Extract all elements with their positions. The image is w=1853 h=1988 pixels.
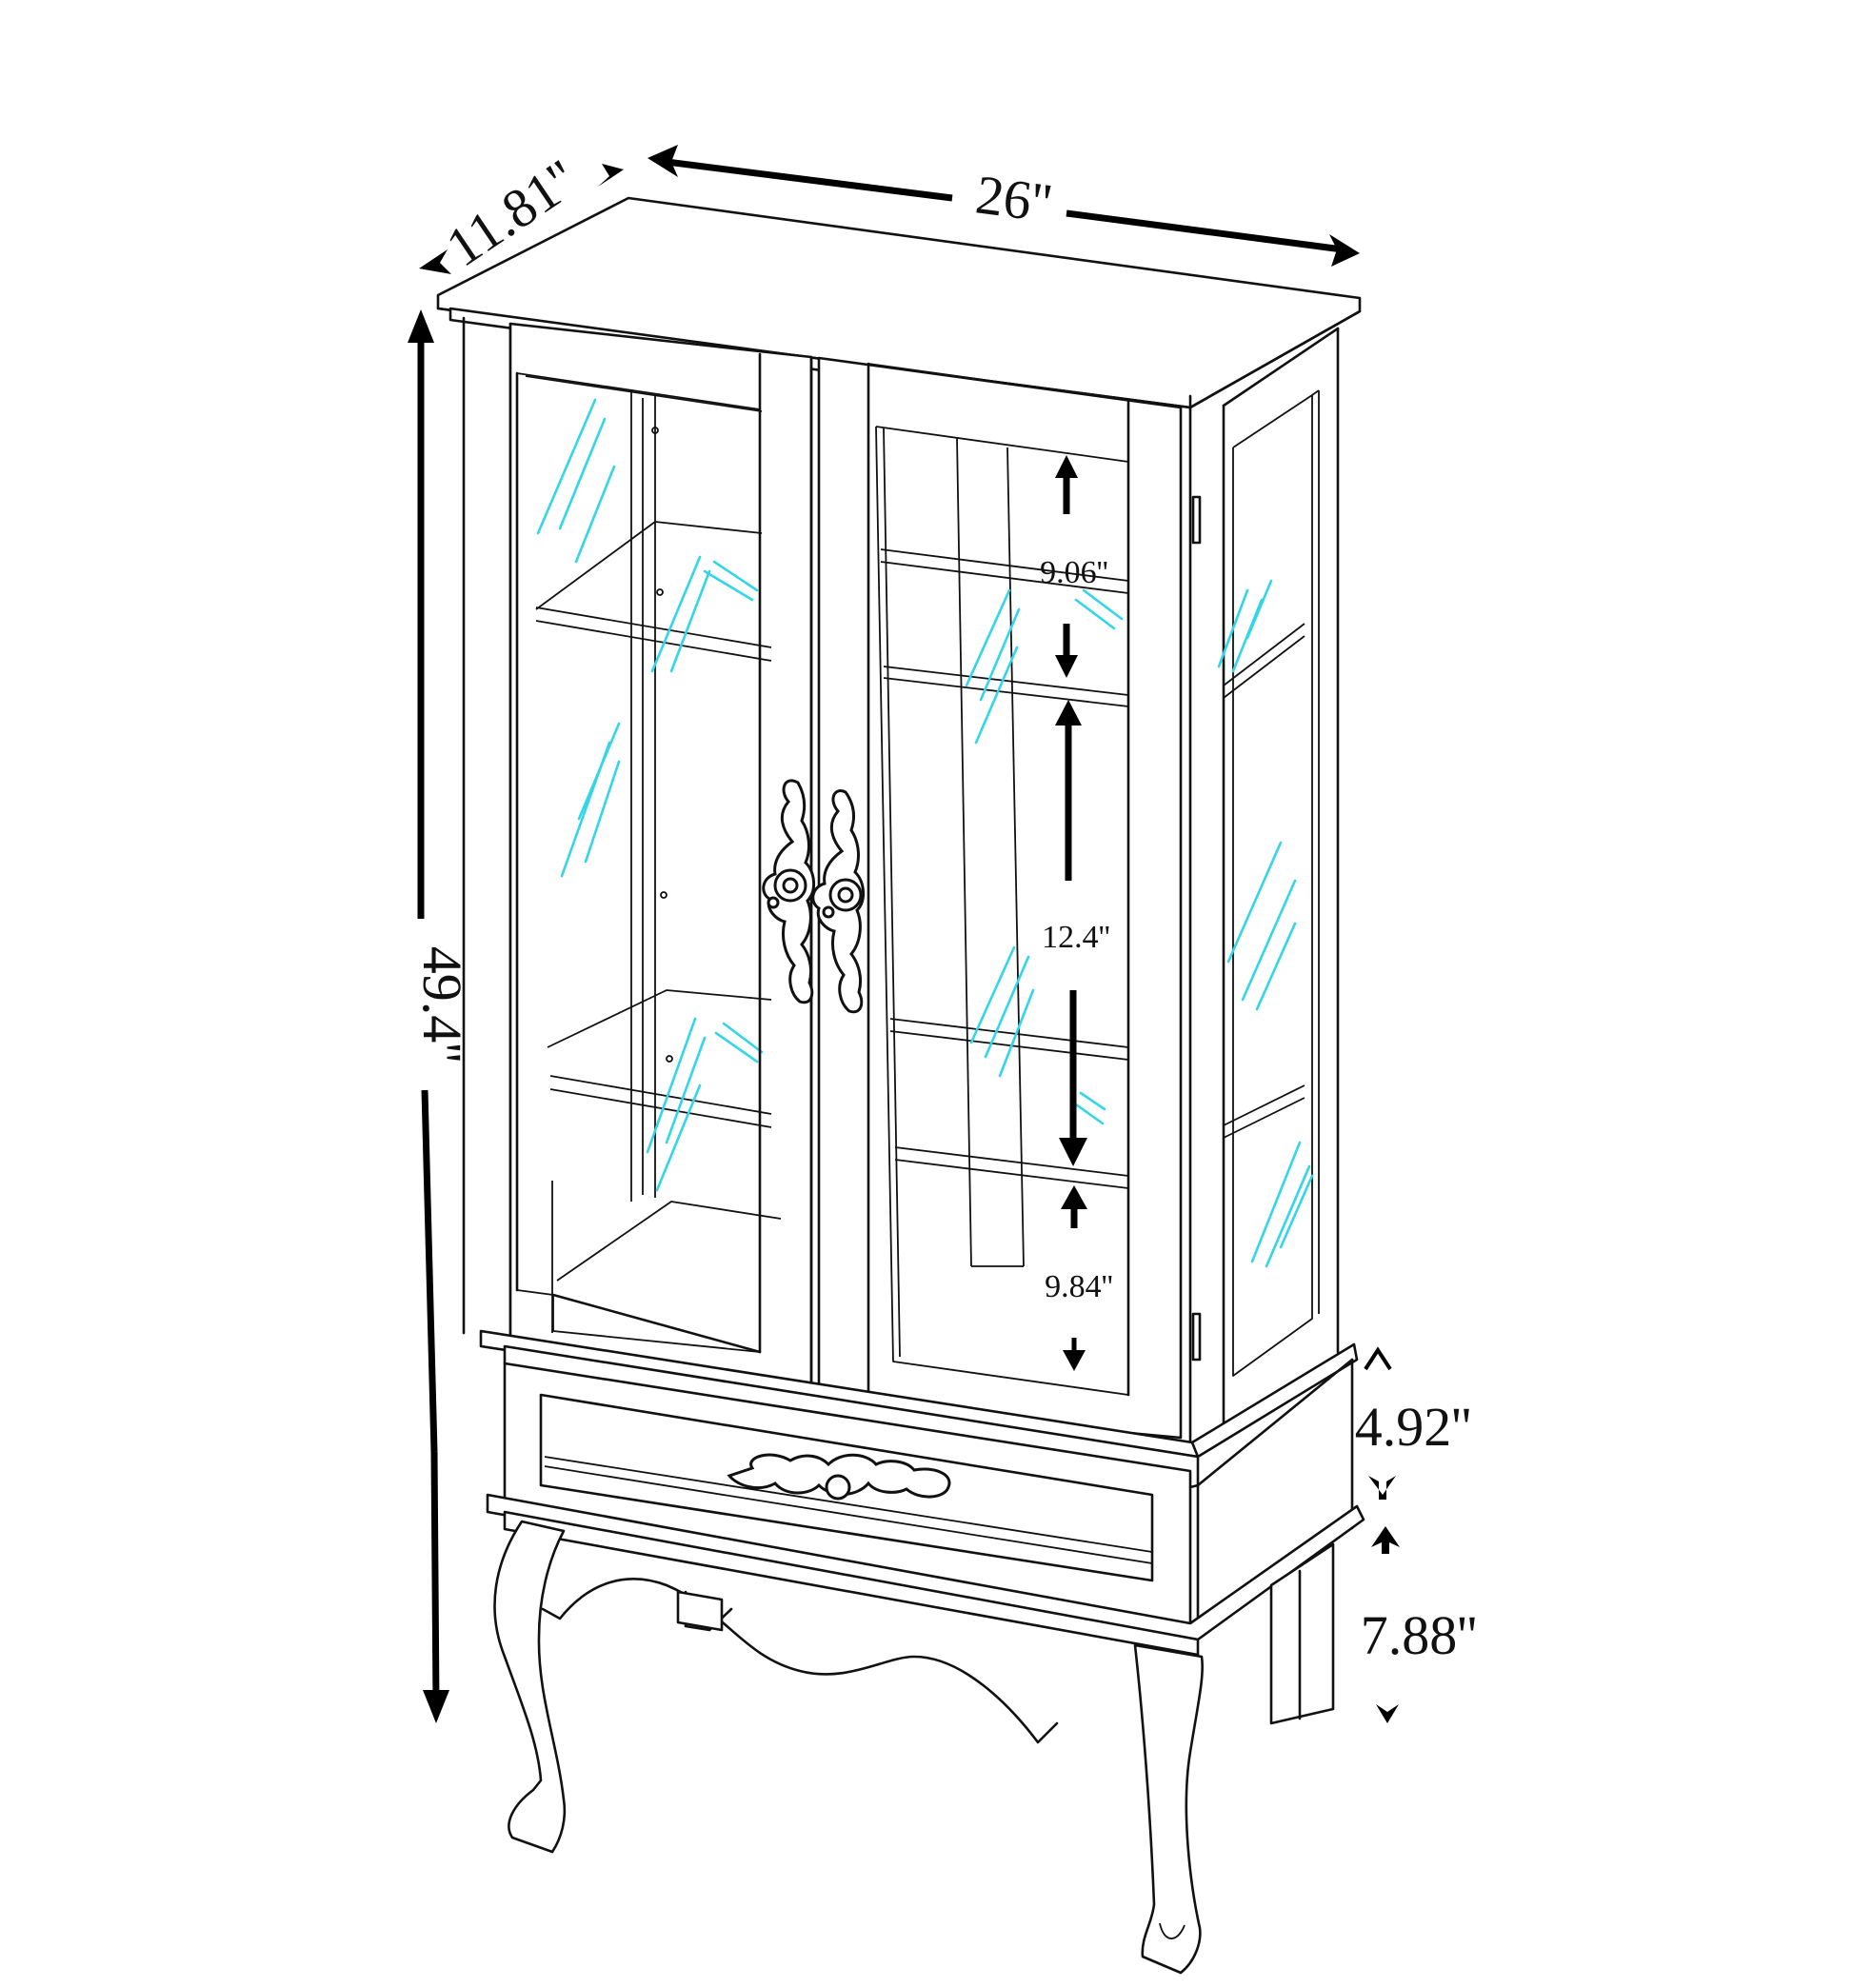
dimension-height: 49.4'' — [408, 309, 473, 1723]
front-right-leg — [1133, 1643, 1204, 1975]
left-door[interactable] — [508, 322, 813, 1406]
leg-height-label: 7.88'' — [1361, 1604, 1477, 1666]
back-right-leg — [1269, 1542, 1335, 1725]
width-label: 26'' — [972, 163, 1055, 234]
left-front-stile — [462, 316, 512, 1341]
shelf-gap-bottom-label: 9.84'' — [1045, 1269, 1113, 1304]
shelf-gap-middle-label: 12.4'' — [1042, 920, 1110, 955]
right-door[interactable] — [817, 356, 1314, 1440]
front-left-leg — [493, 1520, 567, 1854]
height-label: 49.4'' — [411, 946, 473, 1063]
dimension-shelf-gap-bottom: 9.84'' — [1045, 1185, 1113, 1371]
left-door-handle[interactable] — [762, 779, 815, 1004]
dimension-shelf-gap-top: 9.06'' — [1040, 455, 1108, 678]
dimension-shelf-gap-middle: 12.4'' — [1042, 700, 1110, 1166]
dimension-leg-height: 7.88'' — [1361, 1526, 1477, 1723]
drawer-handle[interactable] — [727, 1453, 951, 1501]
drawer-height-label: 4.92'' — [1355, 1396, 1471, 1458]
dimension-drawer-height: 4.92'' — [1355, 1346, 1471, 1500]
right-door-handle[interactable] — [811, 789, 865, 1014]
back-left-leg — [676, 1590, 724, 1632]
right-side-panel — [1188, 327, 1340, 1444]
dimension-width: 26'' — [648, 145, 1360, 267]
drawer-section — [503, 1358, 1354, 1625]
shelf-gap-top-label: 9.06'' — [1040, 555, 1108, 590]
